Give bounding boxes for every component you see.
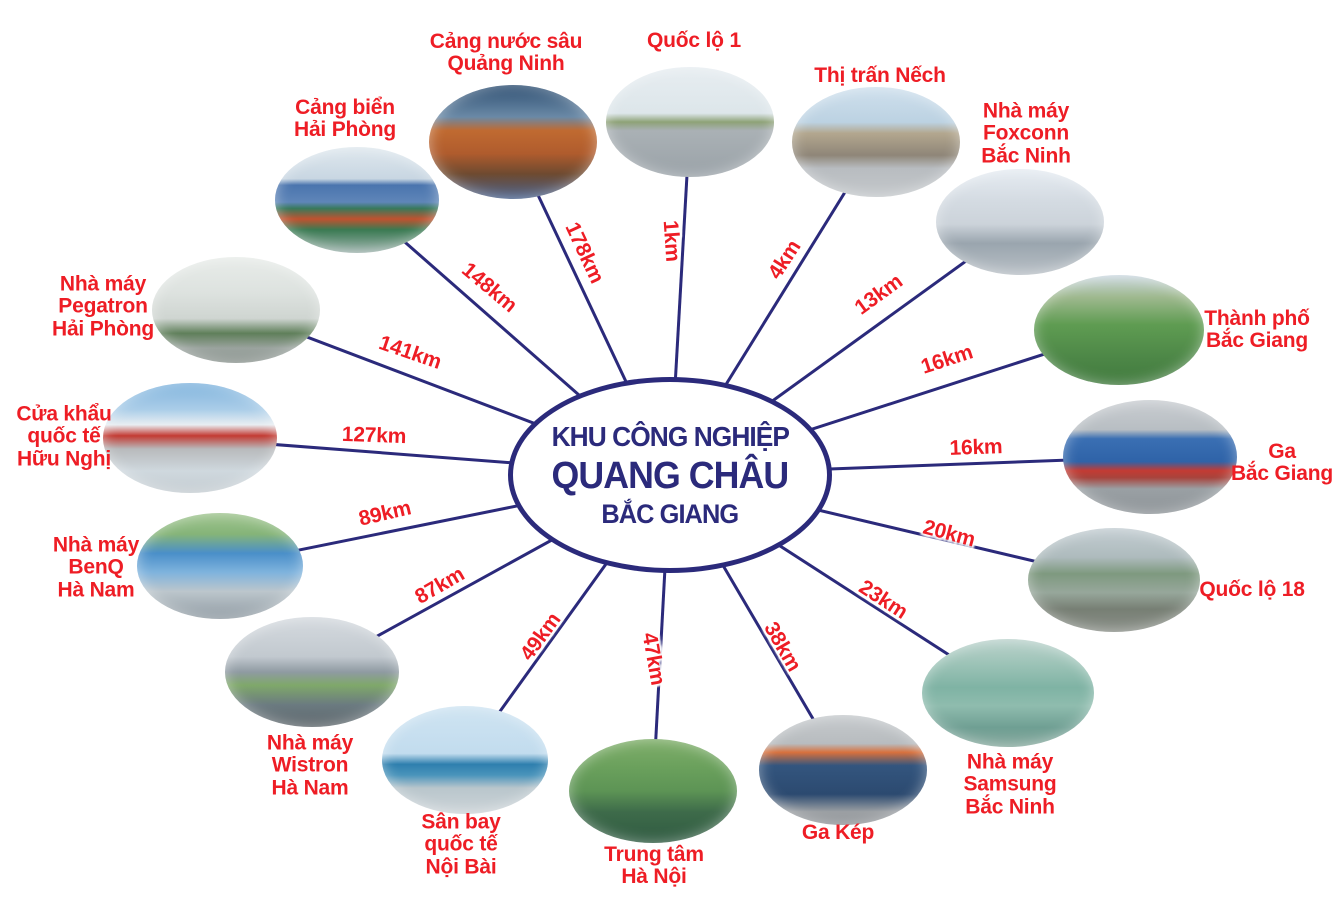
- location-label-line: Sân bay: [421, 810, 501, 834]
- distance-label: 127km: [341, 422, 407, 449]
- location-label-line: Quảng Ninh: [447, 52, 565, 75]
- location-label-line: Foxconn: [982, 121, 1070, 145]
- location-label-line: Cảng nước sâu: [429, 29, 583, 53]
- location-label: Quốc lộ 18: [1152, 577, 1342, 601]
- hub-title-line2: QUANG CHÂU: [551, 454, 790, 497]
- turtle-tower-lake-photo: [569, 739, 737, 843]
- location-label-line: BenQ: [68, 555, 124, 579]
- distance-label: 1km: [658, 219, 685, 263]
- factory-entrance-photo: [152, 257, 320, 363]
- factory-aerial-teal-photo: [922, 639, 1094, 747]
- location-label-line: Cảng biển: [295, 95, 395, 119]
- hub-title-line1: KHU CÔNG NGHIỆP: [551, 420, 789, 452]
- location-label-line: Nhà máy: [59, 272, 147, 296]
- highway-photo: [606, 67, 774, 177]
- location-label-line: Hà Nội: [621, 865, 687, 888]
- location-label-line: Bắc Ninh: [965, 795, 1055, 819]
- location-label-line: Trung tâm: [604, 842, 704, 866]
- location-label-line: Thành phố: [1204, 306, 1310, 330]
- location-label-line: Hà Nam: [271, 776, 349, 800]
- location-label-line: Quốc lộ 18: [1199, 577, 1305, 601]
- container-port-aerial-photo: [429, 85, 597, 199]
- train-yard-photo: [759, 715, 927, 825]
- location-label-line: Ga: [1268, 439, 1296, 463]
- location-label: Thị trấn Nếch: [780, 63, 980, 87]
- factory-gate-photo: [936, 169, 1104, 275]
- location-label-line: Bắc Giang: [1230, 462, 1334, 485]
- location-label-line: Thị trấn Nếch: [814, 63, 946, 87]
- location-label-line: Nhà máy: [982, 99, 1070, 123]
- factory-campus-photo: [225, 617, 399, 727]
- hub-ellipse: KHU CÔNG NGHIỆP QUANG CHÂU BẮC GIANG: [508, 377, 832, 573]
- town-street-photo: [792, 87, 960, 197]
- city-aerial-photo: [1034, 275, 1204, 385]
- location-label: Quốc lộ 1: [594, 28, 794, 52]
- location-label-line: Hữu Nghị: [16, 447, 112, 471]
- location-label-line: Nhà máy: [966, 750, 1054, 774]
- location-label-line: quốc tế: [424, 832, 498, 856]
- train-platform-photo: [1063, 400, 1237, 514]
- location-label-line: Hải Phòng: [293, 118, 397, 141]
- location-label-line: Samsung: [963, 772, 1057, 796]
- border-gate-photo: [103, 383, 277, 493]
- location-label-line: Wistron: [271, 753, 349, 777]
- location-label-line: Hải Phòng: [51, 317, 155, 341]
- location-label-line: Pegatron: [58, 294, 148, 318]
- factory-aerial-blue-photo: [137, 513, 303, 619]
- airport-planes-photo: [382, 706, 548, 814]
- location-label-line: Bắc Ninh: [981, 144, 1071, 168]
- location-label-line: Bắc Giang: [1205, 329, 1309, 352]
- hub-title-line3: BẮC GIANG: [601, 498, 740, 529]
- location-label-line: Hà Nam: [57, 578, 135, 602]
- location-label-line: Cửa khẩu: [16, 402, 112, 426]
- location-label: Ga Kép: [738, 820, 938, 844]
- location-label-line: quốc tế: [27, 424, 101, 448]
- location-label-line: Nội Bài: [425, 855, 497, 879]
- location-label-line: Nhà máy: [52, 533, 140, 557]
- seaport-cranes-photo: [275, 147, 439, 253]
- distance-label: 16km: [949, 435, 1003, 460]
- location-label-line: Quốc lộ 1: [647, 28, 741, 52]
- location-label-line: Nhà máy: [266, 731, 354, 755]
- location-label-line: Ga Kép: [801, 820, 875, 844]
- highway-overpass-photo: [1028, 528, 1200, 632]
